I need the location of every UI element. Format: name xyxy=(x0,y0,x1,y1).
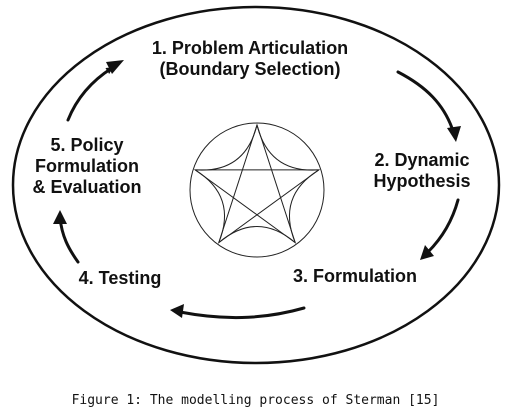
step-1-line-1: 1. Problem Articulation xyxy=(151,38,349,58)
arrowhead-5-to-1 xyxy=(106,60,124,74)
step-2-line-2: Hypothesis xyxy=(373,171,471,191)
arrowhead-2-to-3 xyxy=(420,245,434,260)
arrow-4-to-5 xyxy=(58,216,80,264)
arrow-heads xyxy=(53,60,461,318)
arrowhead-1-to-2 xyxy=(447,126,461,142)
icon-cusp-arc xyxy=(195,124,258,171)
icon-cusp-arc xyxy=(256,124,319,171)
step-testing: 4. Testing xyxy=(60,268,180,289)
figure-caption: Figure 1: The modelling process of Sterm… xyxy=(71,393,440,408)
arrow-1-to-2 xyxy=(396,70,456,136)
step-formulation: 3. Formulation xyxy=(270,266,440,287)
step-policy-formulation: 5. Policy Formulation & Evaluation xyxy=(12,135,162,198)
step-1-line-2: (Boundary Selection) xyxy=(159,59,341,79)
step-5-line-1: 5. Policy xyxy=(50,135,124,155)
arrow-3-to-4 xyxy=(178,306,306,320)
step-3-line-1: 3. Formulation xyxy=(292,266,417,286)
arrowhead-3-to-4 xyxy=(170,304,184,318)
outer-ellipse xyxy=(11,5,501,365)
star-in-circle-icon xyxy=(189,122,325,258)
icon-pentagram xyxy=(193,123,321,244)
step-dynamic-hypothesis: 2. Dynamic Hypothesis xyxy=(352,150,492,192)
step-5-line-2: Formulation xyxy=(35,156,139,176)
step-5-line-3: & Evaluation xyxy=(32,177,142,197)
step-2-line-1: 2. Dynamic xyxy=(374,150,470,170)
step-problem-articulation: 1. Problem Articulation (Boundary Select… xyxy=(100,38,400,80)
arrow-2-to-3 xyxy=(426,198,460,254)
step-4-line-1: 4. Testing xyxy=(78,268,162,288)
arrowhead-4-to-5 xyxy=(53,210,67,224)
icon-circle xyxy=(189,122,325,258)
arrow-5-to-1 xyxy=(66,66,114,122)
